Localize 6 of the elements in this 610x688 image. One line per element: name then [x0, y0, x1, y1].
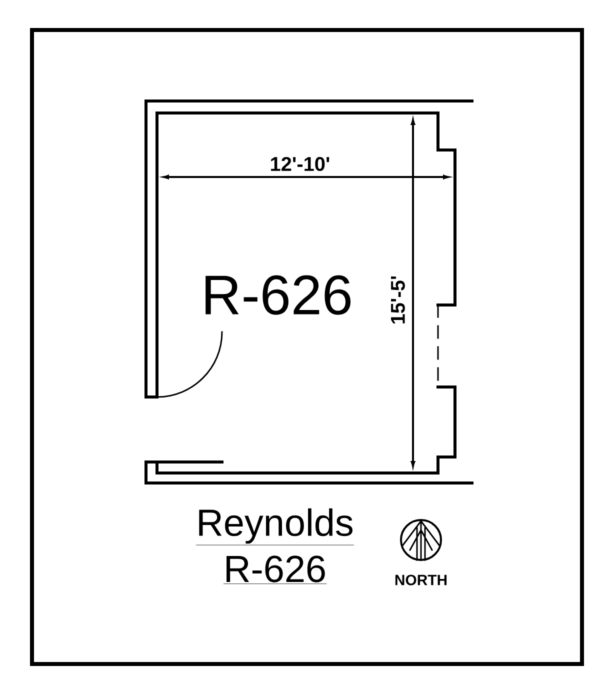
dimension-text: 12'-10' [268, 156, 332, 172]
room-number: R-626 [222, 554, 328, 586]
north-label: NORTH [393, 574, 449, 586]
building-name: Reynolds [195, 507, 355, 547]
dimension-text: 15'-5' [390, 274, 406, 326]
room-number: R-626 [200, 274, 354, 316]
